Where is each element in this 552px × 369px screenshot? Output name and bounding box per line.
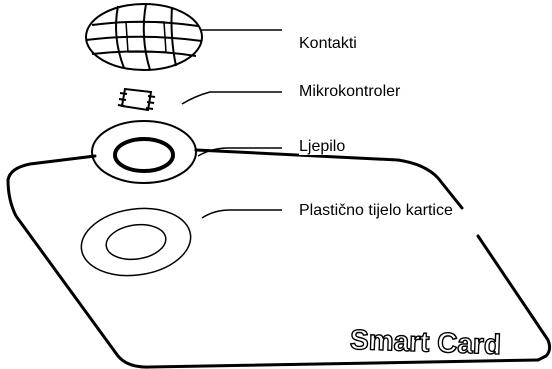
leader-body — [202, 210, 282, 218]
label-card-body: Plastično tijelo kartice — [299, 203, 453, 219]
contacts-disc — [86, 4, 202, 70]
card-top-edge-right — [196, 150, 462, 208]
label-contacts: Kontakti — [299, 36, 357, 52]
leader-micro — [182, 92, 282, 104]
label-glue: Ljepilo — [299, 139, 347, 155]
glue-ring — [92, 121, 196, 183]
leader-lines — [182, 30, 282, 218]
label-microcontroller: Mikrokontroler — [299, 84, 400, 100]
card-printed-text: Smart Card — [350, 324, 502, 360]
microcontroller-chip — [118, 89, 155, 110]
card-module-outline — [77, 202, 195, 283]
card-top-edge-left — [8, 156, 95, 180]
